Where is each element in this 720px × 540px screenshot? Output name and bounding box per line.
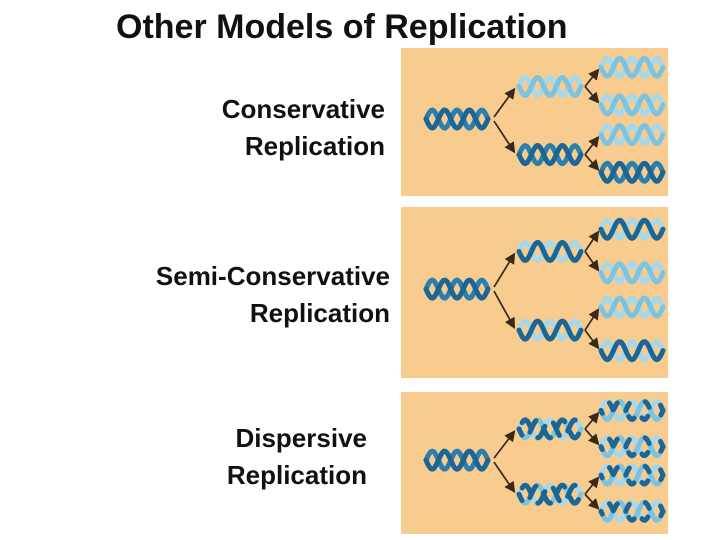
dna-helix-dark [423, 448, 491, 472]
dna-helix-dark [516, 142, 584, 167]
dna-helix-dark [598, 160, 666, 184]
replication-arrow [584, 411, 600, 430]
replication-arrow [584, 308, 600, 331]
dna-helix-light [598, 93, 666, 117]
dna-helix-patchy25 [598, 463, 666, 487]
dna-helix-half [516, 239, 584, 264]
label-line: Replication [249, 298, 390, 328]
diagram-semi-conservative-replication [401, 207, 668, 378]
dna-helix-light [598, 261, 666, 285]
replication-arrow [493, 430, 516, 459]
dna-helix-patchy50 [516, 417, 584, 441]
replication-arrow [493, 290, 516, 330]
replication-arrow [584, 250, 600, 272]
dna-helix-light [598, 122, 666, 147]
dna-helix-dark [423, 277, 491, 301]
label-line: Conservative [221, 94, 385, 124]
dna-helix-half [598, 217, 666, 241]
dna-helix-patchy25 [598, 499, 666, 523]
label-line: Replication [226, 460, 367, 490]
dna-helix-light [598, 55, 666, 79]
replication-arrow [584, 493, 600, 510]
replication-arrow [584, 329, 600, 350]
replication-arrow [584, 230, 600, 252]
replication-arrow [493, 87, 516, 118]
label-conservative-replication: Conservative Replication [222, 91, 385, 165]
dna-helix-patchy25 [598, 398, 666, 423]
replication-arrow [584, 85, 600, 104]
dna-helix-dark [423, 107, 491, 131]
dna-helix-patchy25 [598, 435, 666, 459]
replication-arrow [493, 461, 516, 494]
diagram-dispersive-replication [401, 392, 668, 534]
dna-helix-light [598, 295, 666, 319]
dna-helix-light [516, 74, 584, 99]
label-line: Replication [244, 131, 385, 161]
dna-helix-half [516, 318, 584, 342]
label-dispersive-replication: Dispersive Replication [227, 420, 367, 494]
slide-title: Other Models of Replication [116, 8, 568, 46]
label-line: Dispersive [235, 423, 367, 453]
replication-arrow [584, 428, 600, 446]
dna-helix-patchy50 [516, 482, 584, 506]
replication-arrow [584, 153, 600, 171]
replication-arrow [584, 476, 600, 495]
label-line: Semi-Conservative [155, 261, 390, 291]
dna-helix-half [598, 338, 666, 363]
diagram-conservative-replication [401, 48, 668, 196]
replication-arrow [493, 120, 516, 154]
replication-arrow [584, 68, 600, 88]
replication-arrow [493, 252, 516, 288]
replication-arrow [584, 135, 600, 156]
label-semi-conservative-replication: Semi-Conservative Replication [156, 258, 390, 332]
